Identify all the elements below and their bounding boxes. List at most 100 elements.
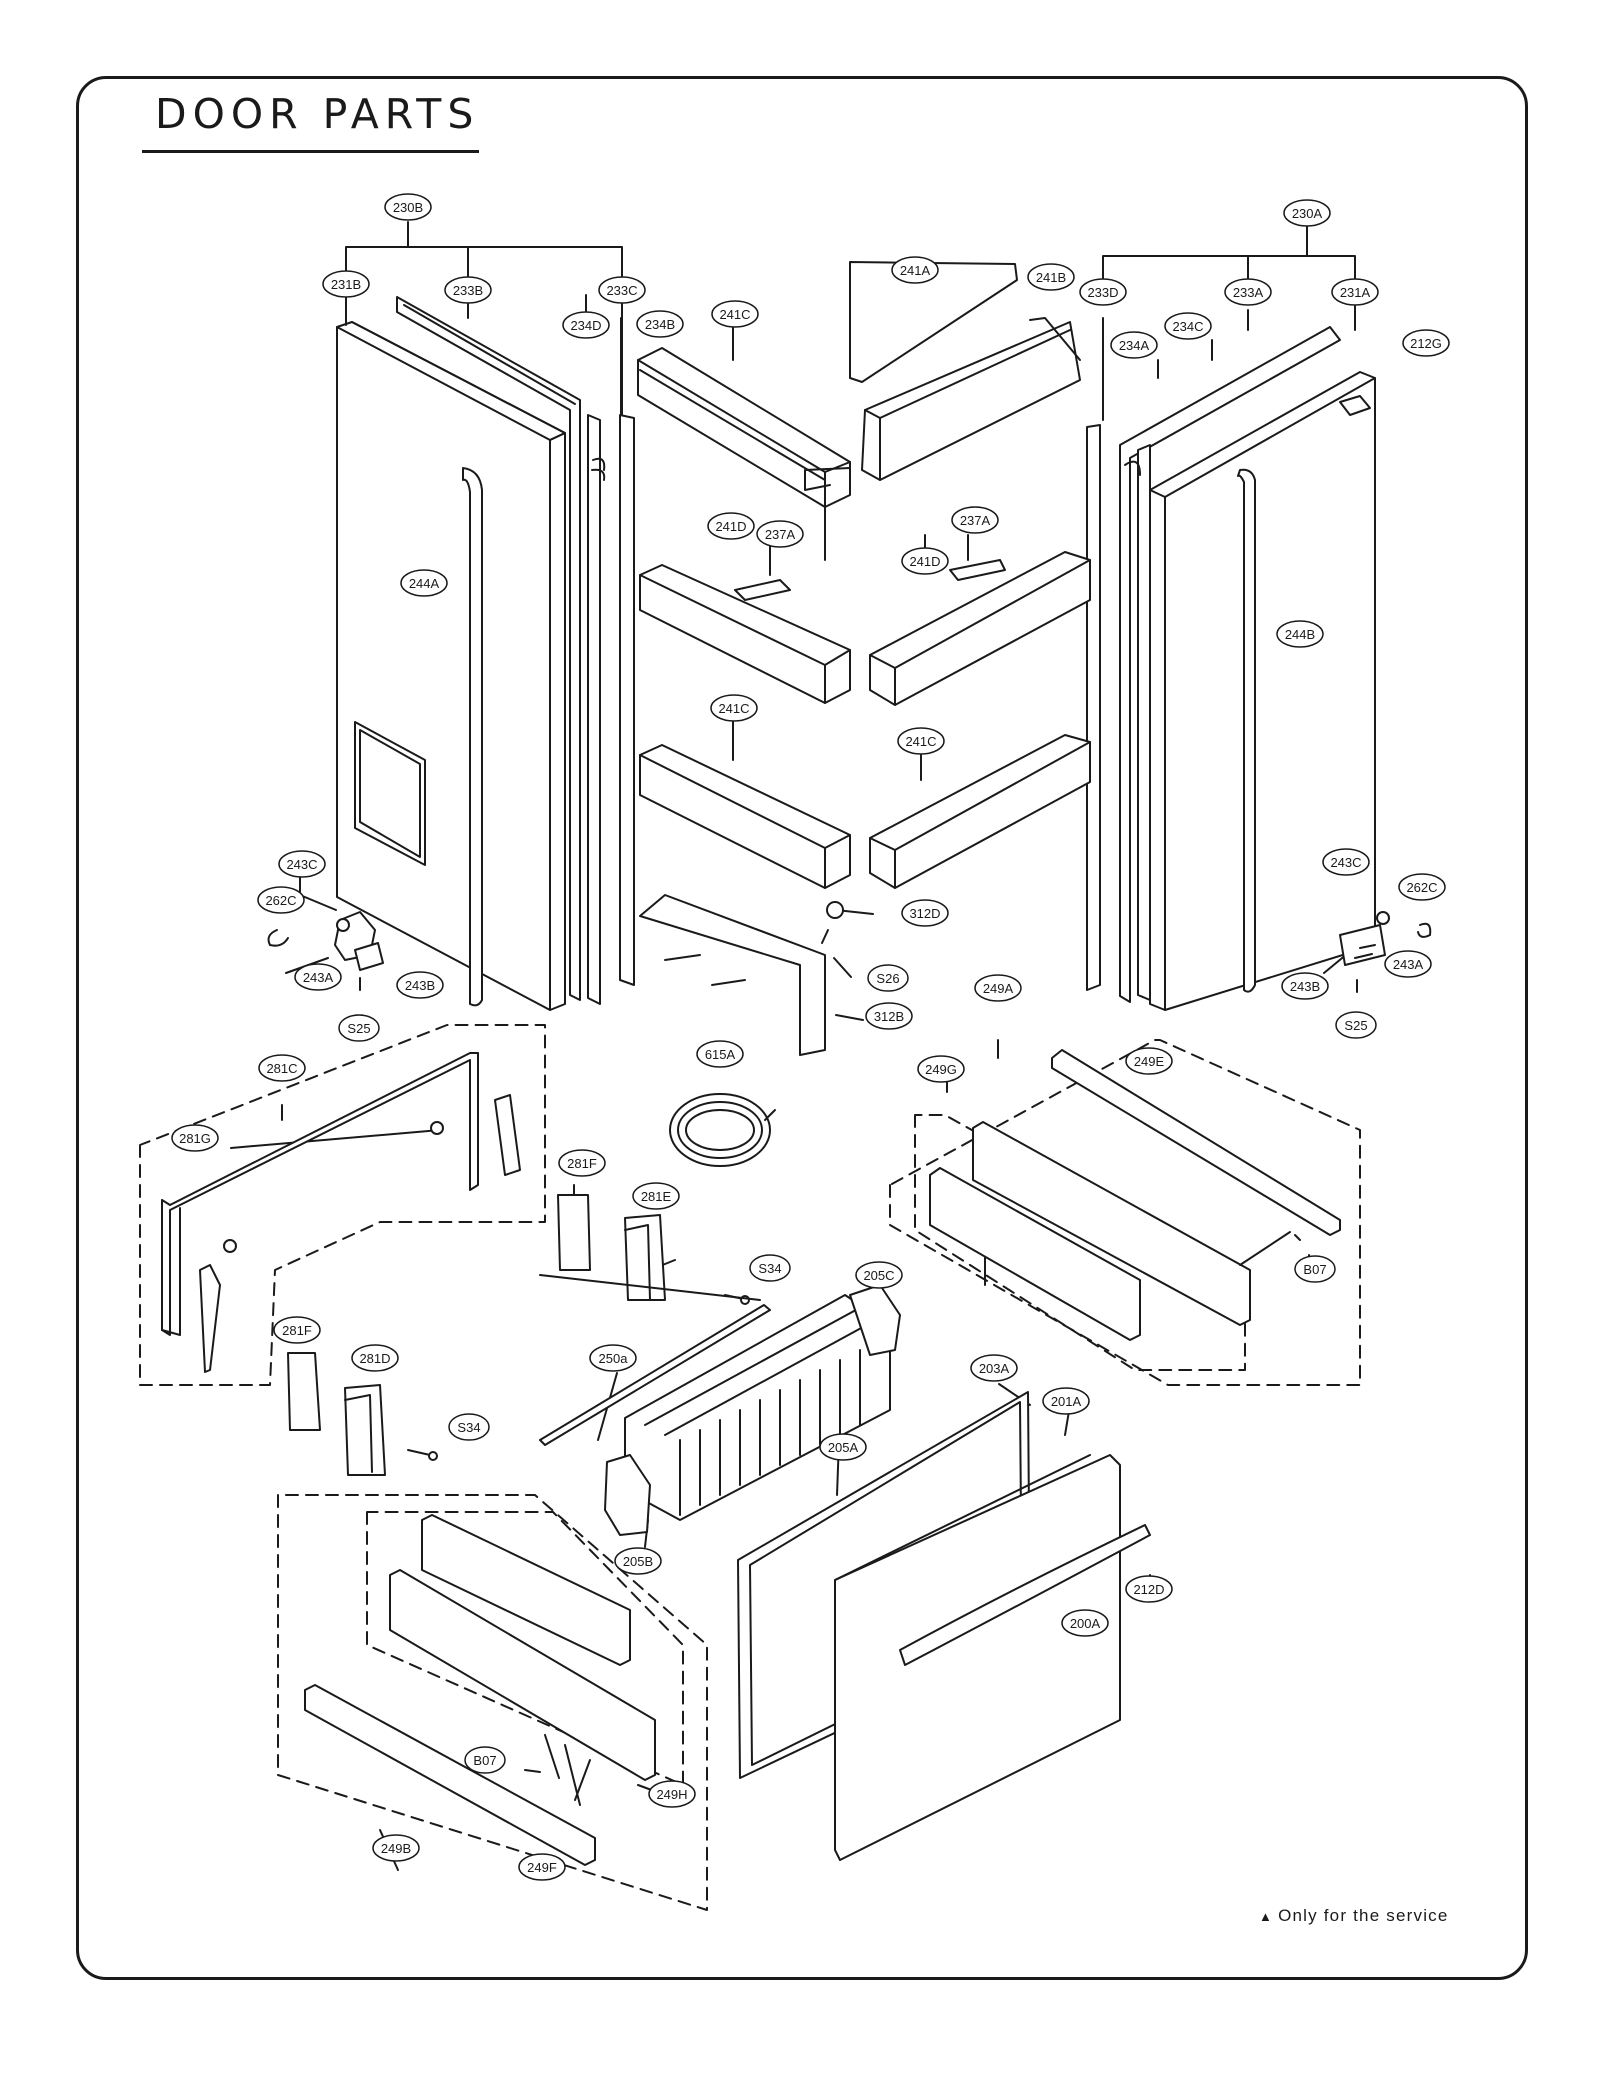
part-label-text: 231B (331, 277, 361, 292)
part-label-text: 244A (409, 576, 440, 591)
part-label-241c: 241C (897, 727, 945, 755)
part-label-241d: 241D (707, 512, 755, 540)
part-label-text: 281G (179, 1131, 211, 1146)
part-label-bubble (1331, 278, 1379, 306)
part-label-s34: S34 (749, 1254, 791, 1282)
part-label-text: 249G (925, 1062, 957, 1077)
part-label-b07: B07 (1294, 1255, 1336, 1283)
part-label-262c: 262C (257, 886, 305, 914)
part-label-234a: 234A (1110, 331, 1158, 359)
footnote-text: Only for the service (1278, 1906, 1449, 1925)
lower-left-rails (277, 1494, 708, 1911)
part-label-241c: 241C (710, 694, 758, 722)
part-label-bubble (710, 694, 758, 722)
part-label-bubble (974, 974, 1022, 1002)
crisper-drawer-and-door (737, 1391, 1151, 1861)
part-label-249b: 249B (372, 1834, 420, 1862)
part-label-212d: 212D (1125, 1575, 1173, 1603)
part-label-bubble (1276, 620, 1324, 648)
part-label-bubble (819, 1433, 867, 1461)
part-label-text: 243C (1330, 855, 1361, 870)
part-label-bubble (518, 1853, 566, 1881)
part-label-text: 243A (303, 970, 334, 985)
part-label-bubble (400, 569, 448, 597)
part-label-249g: 249G (917, 1055, 965, 1083)
part-label-bubble (1322, 848, 1370, 876)
page-title: DOOR PARTS (155, 90, 480, 138)
part-label-text: 230A (1292, 206, 1323, 221)
part-label-bubble (1079, 278, 1127, 306)
part-label-281f: 281F (273, 1316, 321, 1344)
part-label-bubble (1402, 329, 1450, 357)
part-label-bubble (273, 1316, 321, 1344)
part-label-bubble (867, 964, 909, 992)
part-label-text: 233C (606, 283, 637, 298)
title-underline (142, 150, 479, 153)
diagram-frame (76, 76, 1528, 1980)
part-label-bubble (917, 1055, 965, 1083)
part-label-text: S34 (457, 1420, 480, 1435)
part-label-bubble (648, 1780, 696, 1808)
part-label-text: 243B (1290, 979, 1320, 994)
part-label-200a: 200A (1061, 1609, 1109, 1637)
part-label-text: 241A (900, 263, 931, 278)
part-label-text: 312B (874, 1009, 904, 1024)
part-label-237a: 237A (756, 520, 804, 548)
part-label-text: 243C (286, 857, 317, 872)
part-label-bubble (1294, 1255, 1336, 1283)
right-rail-group (889, 1039, 1361, 1386)
part-label-bubble (448, 1413, 490, 1441)
part-label-s34: S34 (448, 1413, 490, 1441)
part-label-bubble (636, 310, 684, 338)
part-label-312b: 312B (865, 1002, 913, 1030)
part-label-201a: 201A (1042, 1387, 1090, 1415)
part-label-249e: 249E (1125, 1047, 1173, 1075)
part-label-text: 205C (863, 1268, 894, 1283)
part-label-text: 243B (405, 978, 435, 993)
part-label-bubble (1281, 972, 1329, 1000)
part-label-text: S34 (758, 1261, 781, 1276)
part-label-bubble (257, 886, 305, 914)
part-label-text: 243A (1393, 957, 1424, 972)
part-label-bubble (171, 1124, 219, 1152)
part-label-text: 205B (623, 1554, 653, 1569)
part-label-205b: 205B (614, 1547, 662, 1575)
part-label-233c: 233C (598, 276, 646, 304)
part-label-bubble (1061, 1609, 1109, 1637)
part-label-text: 241C (905, 734, 936, 749)
part-label-244b: 244B (1276, 620, 1324, 648)
left-cover-group (139, 1024, 750, 1476)
part-label-281g: 281G (171, 1124, 219, 1152)
part-label-249a: 249A (974, 974, 1022, 1002)
part-label-bubble (589, 1344, 637, 1372)
part-label-241b: 241B (1027, 263, 1075, 291)
part-label-text: S25 (1344, 1018, 1367, 1033)
part-label-text: 249A (983, 981, 1014, 996)
part-label-bubble (1224, 278, 1272, 306)
part-label-230a: 230A (1283, 199, 1331, 227)
part-label-text: 233A (1233, 285, 1264, 300)
part-label-text: 230B (393, 200, 423, 215)
part-label-bubble (351, 1344, 399, 1372)
part-label-233a: 233A (1224, 278, 1272, 306)
part-label-281c: 281C (258, 1054, 306, 1082)
part-label-text: S25 (347, 1021, 370, 1036)
part-label-text: 249B (381, 1841, 411, 1856)
part-label-text: 234D (570, 318, 601, 333)
part-label-text: 281F (282, 1323, 312, 1338)
part-label-250a: 250a (589, 1344, 637, 1372)
part-label-text: 237A (960, 513, 991, 528)
part-label-bubble (632, 1182, 680, 1210)
part-label-241a: 241A (891, 256, 939, 284)
part-label-bubble (951, 506, 999, 534)
part-label-233b: 233B (444, 276, 492, 304)
part-label-text: S26 (876, 971, 899, 986)
part-label-243c: 243C (278, 850, 326, 878)
part-label-bubble (614, 1547, 662, 1575)
part-label-bubble (1125, 1575, 1173, 1603)
part-label-text: 241D (909, 554, 940, 569)
part-label-241d: 241D (901, 547, 949, 575)
part-label-bubble (1042, 1387, 1090, 1415)
part-label-234d: 234D (562, 311, 610, 339)
part-label-text: 249E (1134, 1054, 1165, 1069)
